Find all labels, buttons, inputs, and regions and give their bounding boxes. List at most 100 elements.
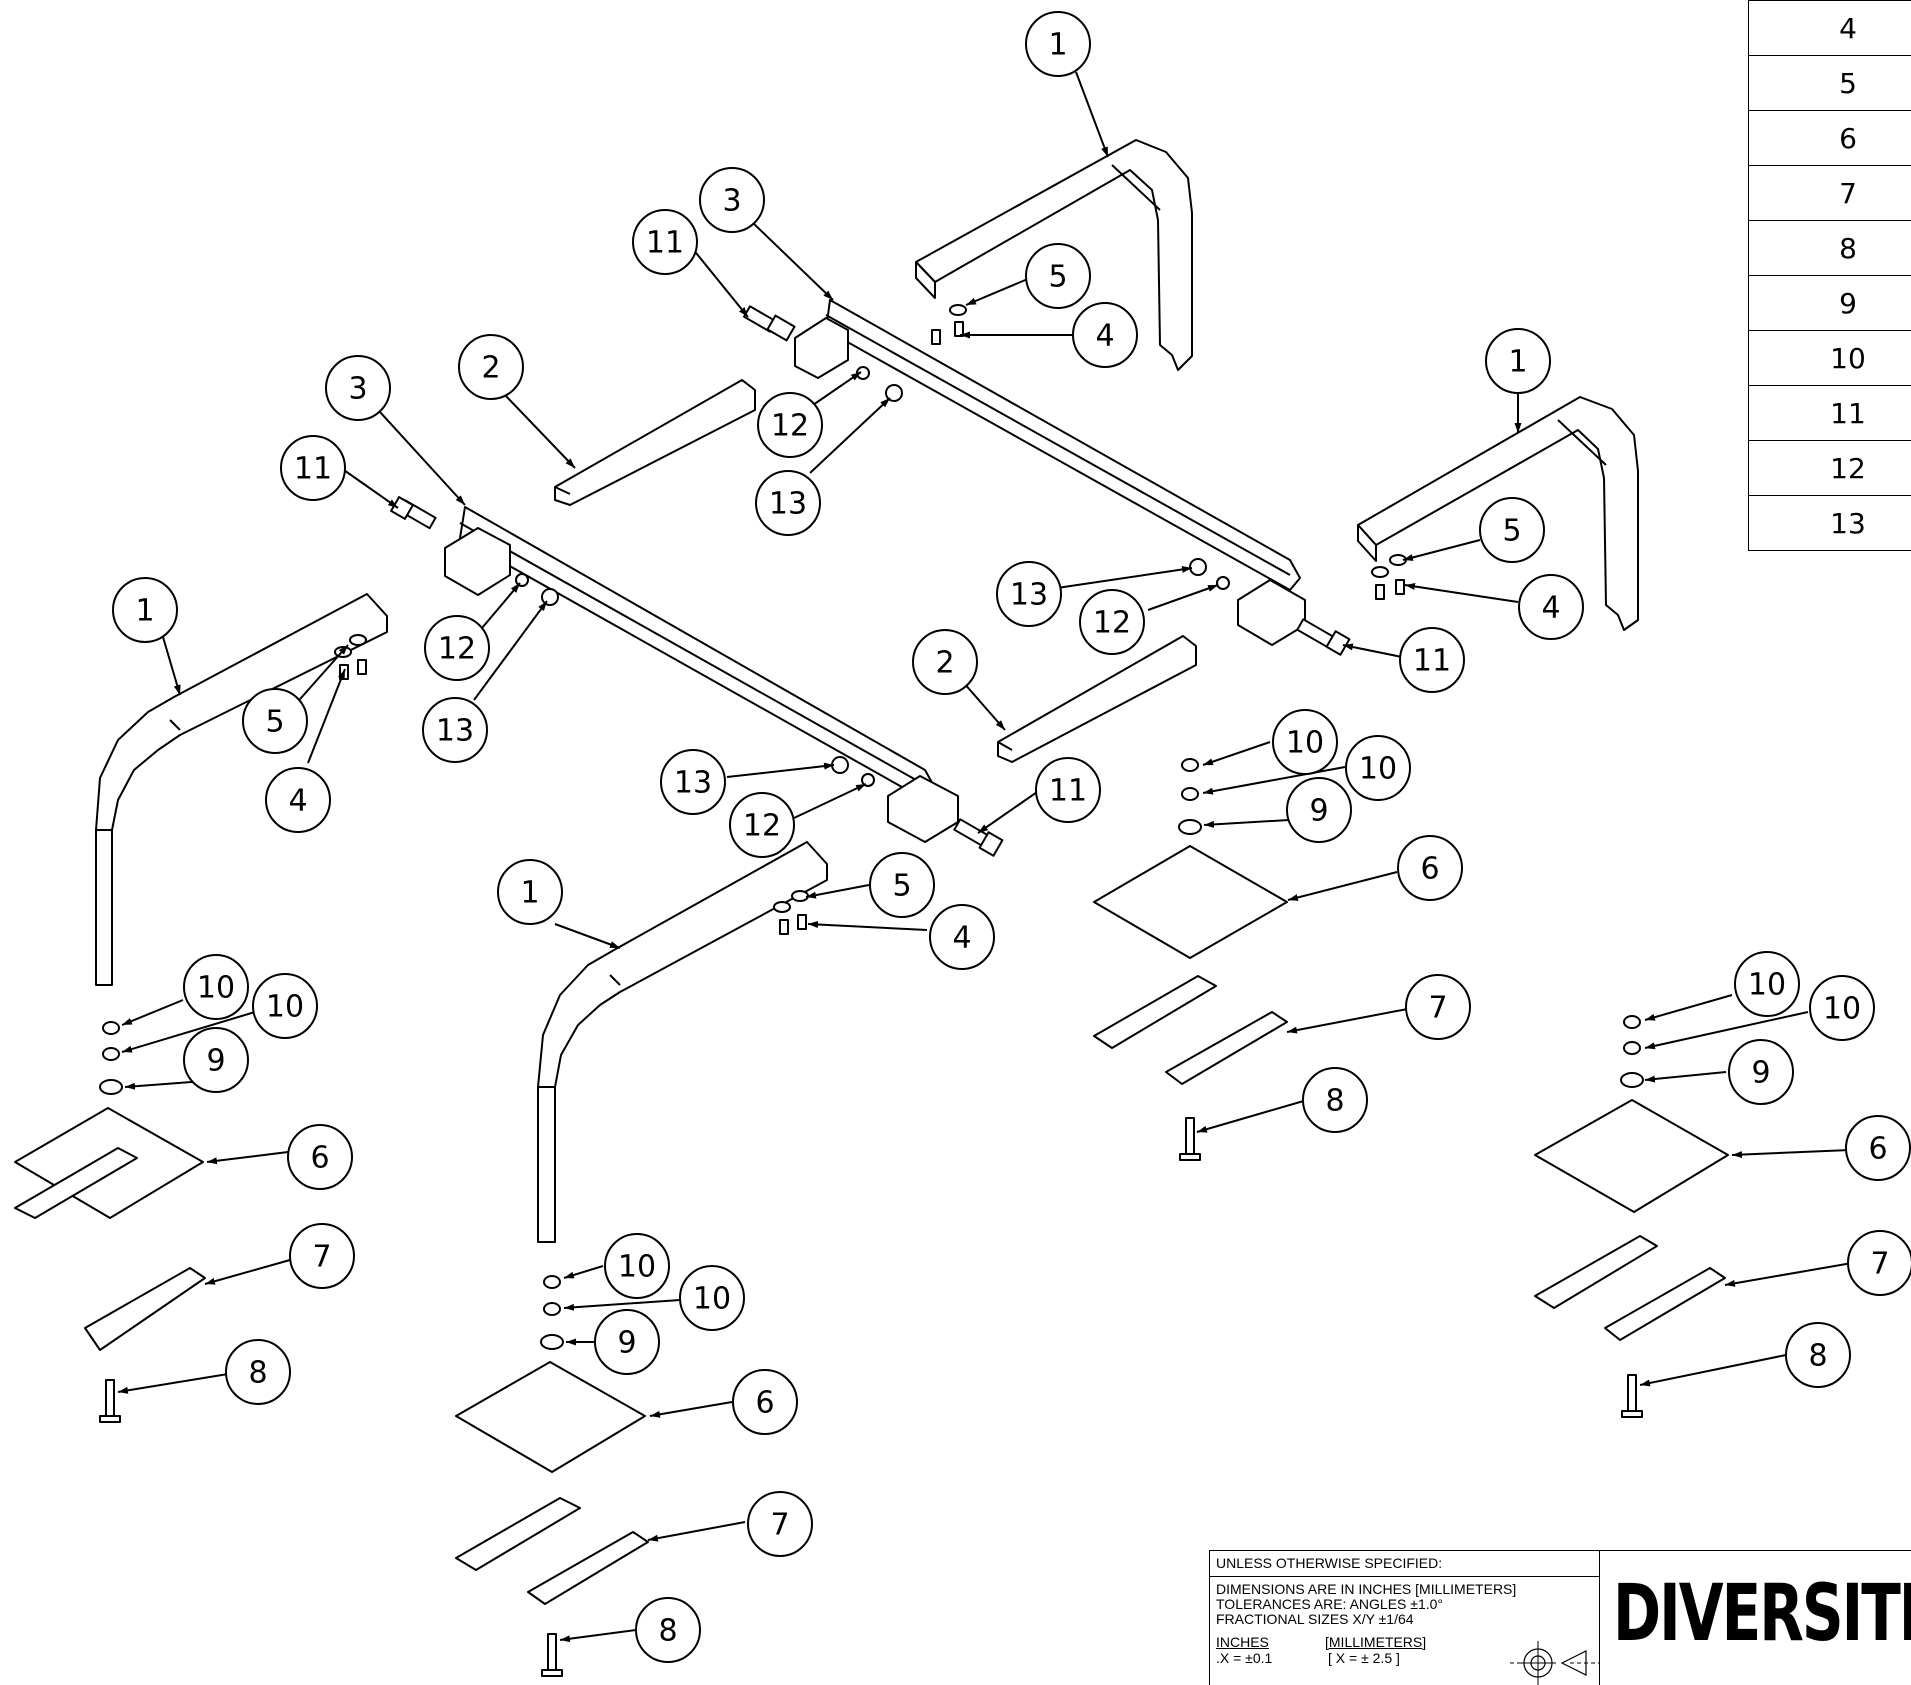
callout-label: 12 xyxy=(771,409,809,444)
callout-label: 5 xyxy=(892,869,911,904)
tolerance-row-mm: [ X = ± 2.5 ] xyxy=(1328,1651,1400,1666)
callout-balloon: 10 xyxy=(1273,710,1337,774)
leader-line xyxy=(1057,568,1192,588)
callout-label: 3 xyxy=(348,372,367,407)
callout-label: 13 xyxy=(1010,578,1048,613)
leader-line xyxy=(808,924,927,930)
callout-label: 6 xyxy=(1868,1132,1887,1167)
leader-line xyxy=(1288,872,1397,900)
callout-balloon: 9 xyxy=(184,1028,248,1092)
callout-balloon: 11 xyxy=(1400,628,1464,692)
callout-balloon: 6 xyxy=(733,1370,797,1434)
leader-line xyxy=(1645,1072,1726,1080)
callout-balloon: 11 xyxy=(1036,758,1100,822)
callout-label: 11 xyxy=(294,452,332,487)
inches-heading: INCHES xyxy=(1216,1635,1269,1650)
fraction-tolerance-note: FRACTIONAL SIZES X/Y ±1/64 xyxy=(1216,1612,1414,1627)
leader-line xyxy=(380,412,465,505)
item-number-cell: 9 xyxy=(1749,276,1911,331)
leader-line xyxy=(978,790,1040,833)
callout-label: 6 xyxy=(1420,852,1439,887)
leader-line xyxy=(1197,1100,1307,1132)
callout-label: 11 xyxy=(646,226,684,261)
callout-balloon: 1 xyxy=(498,860,562,924)
bolt-upper-left xyxy=(744,306,795,340)
callout-balloon: 9 xyxy=(1287,778,1351,842)
callout-label: 7 xyxy=(312,1240,331,1275)
parts-list-table: 4 5 6 7 8 9 10 11 12 13 xyxy=(1748,0,1911,551)
item-number-cell: 8 xyxy=(1749,221,1911,276)
callout-balloon: 1 xyxy=(113,578,177,642)
callout-label: 7 xyxy=(770,1508,789,1543)
leader-line xyxy=(122,1000,183,1025)
callout-balloon: 9 xyxy=(595,1310,659,1374)
leader-line xyxy=(505,395,575,468)
callout-balloon: 8 xyxy=(226,1340,290,1404)
callout-balloon: 10 xyxy=(1810,976,1874,1040)
leader-line xyxy=(963,682,1005,730)
callout-label: 4 xyxy=(288,784,307,819)
callout-label: 5 xyxy=(1502,514,1521,549)
leader-line xyxy=(1148,585,1218,610)
callout-balloon: 11 xyxy=(281,436,345,500)
leader-line xyxy=(555,924,620,948)
callout-label: 13 xyxy=(436,714,474,749)
leader-line xyxy=(966,278,1030,305)
callout-balloon: 4 xyxy=(1073,303,1137,367)
callout-balloon: 10 xyxy=(680,1266,744,1330)
callout-label: 6 xyxy=(755,1386,774,1421)
callout-label: 1 xyxy=(135,594,154,629)
callout-label: 10 xyxy=(266,990,304,1025)
callout-label: 12 xyxy=(1093,606,1131,641)
item-number-cell: 7 xyxy=(1749,166,1911,221)
leader-line xyxy=(1732,1150,1850,1155)
callout-label: 8 xyxy=(1325,1084,1344,1119)
parts-list-row: 6 xyxy=(1749,111,1911,166)
parts-list-row: 13 xyxy=(1749,496,1911,551)
callout-balloon: 13 xyxy=(756,471,820,535)
leader-line xyxy=(650,1402,732,1416)
leader-line xyxy=(1725,1263,1852,1285)
callout-balloon: 6 xyxy=(1398,836,1462,900)
callout-label: 8 xyxy=(1808,1339,1827,1374)
leader-line xyxy=(205,1260,290,1284)
callout-balloon: 12 xyxy=(758,393,822,457)
callout-balloon: 10 xyxy=(1346,736,1410,800)
leader-line xyxy=(564,1266,603,1278)
item-number-cell: 12 xyxy=(1749,441,1911,496)
parts-list-row: 7 xyxy=(1749,166,1911,221)
callout-balloon: 7 xyxy=(1848,1231,1911,1295)
callout-label: 1 xyxy=(1048,28,1067,63)
item-number-cell: 6 xyxy=(1749,111,1911,166)
callout-label: 5 xyxy=(1048,260,1067,295)
callout-balloon: 7 xyxy=(1406,975,1470,1039)
callout-label: 9 xyxy=(1751,1056,1770,1091)
callout-label: 5 xyxy=(265,705,284,740)
bolt-left xyxy=(391,497,436,528)
leader-line xyxy=(163,637,180,695)
callout-balloon: 13 xyxy=(423,698,487,762)
callout-balloon: 1 xyxy=(1026,12,1090,76)
callout-label: 4 xyxy=(952,921,971,956)
callout-label: 8 xyxy=(248,1356,267,1391)
callout-balloon: 12 xyxy=(425,616,489,680)
item-number-cell: 4 xyxy=(1749,1,1911,56)
leader-line xyxy=(1645,1012,1808,1048)
parts-list-row: 10 xyxy=(1749,331,1911,386)
divider xyxy=(1210,1576,1599,1577)
callout-balloon: 6 xyxy=(288,1125,352,1189)
title-block: UNLESS OTHERWISE SPECIFIED: DIMENSIONS A… xyxy=(1209,1550,1911,1685)
parts-list-row: 12 xyxy=(1749,441,1911,496)
leader-line xyxy=(688,243,748,317)
callout-balloon: 8 xyxy=(1786,1323,1850,1387)
leader-line xyxy=(564,1300,680,1308)
leader-line xyxy=(1287,1006,1423,1032)
callout-balloon: 12 xyxy=(1080,590,1144,654)
millimeters-heading: [MILLIMETERS] xyxy=(1325,1635,1426,1650)
connector-tube-lower xyxy=(998,636,1196,762)
callout-balloon: 1 xyxy=(1486,329,1550,393)
callout-label: 3 xyxy=(722,184,741,219)
callout-label: 4 xyxy=(1095,319,1114,354)
callout-label: 11 xyxy=(1049,774,1087,809)
